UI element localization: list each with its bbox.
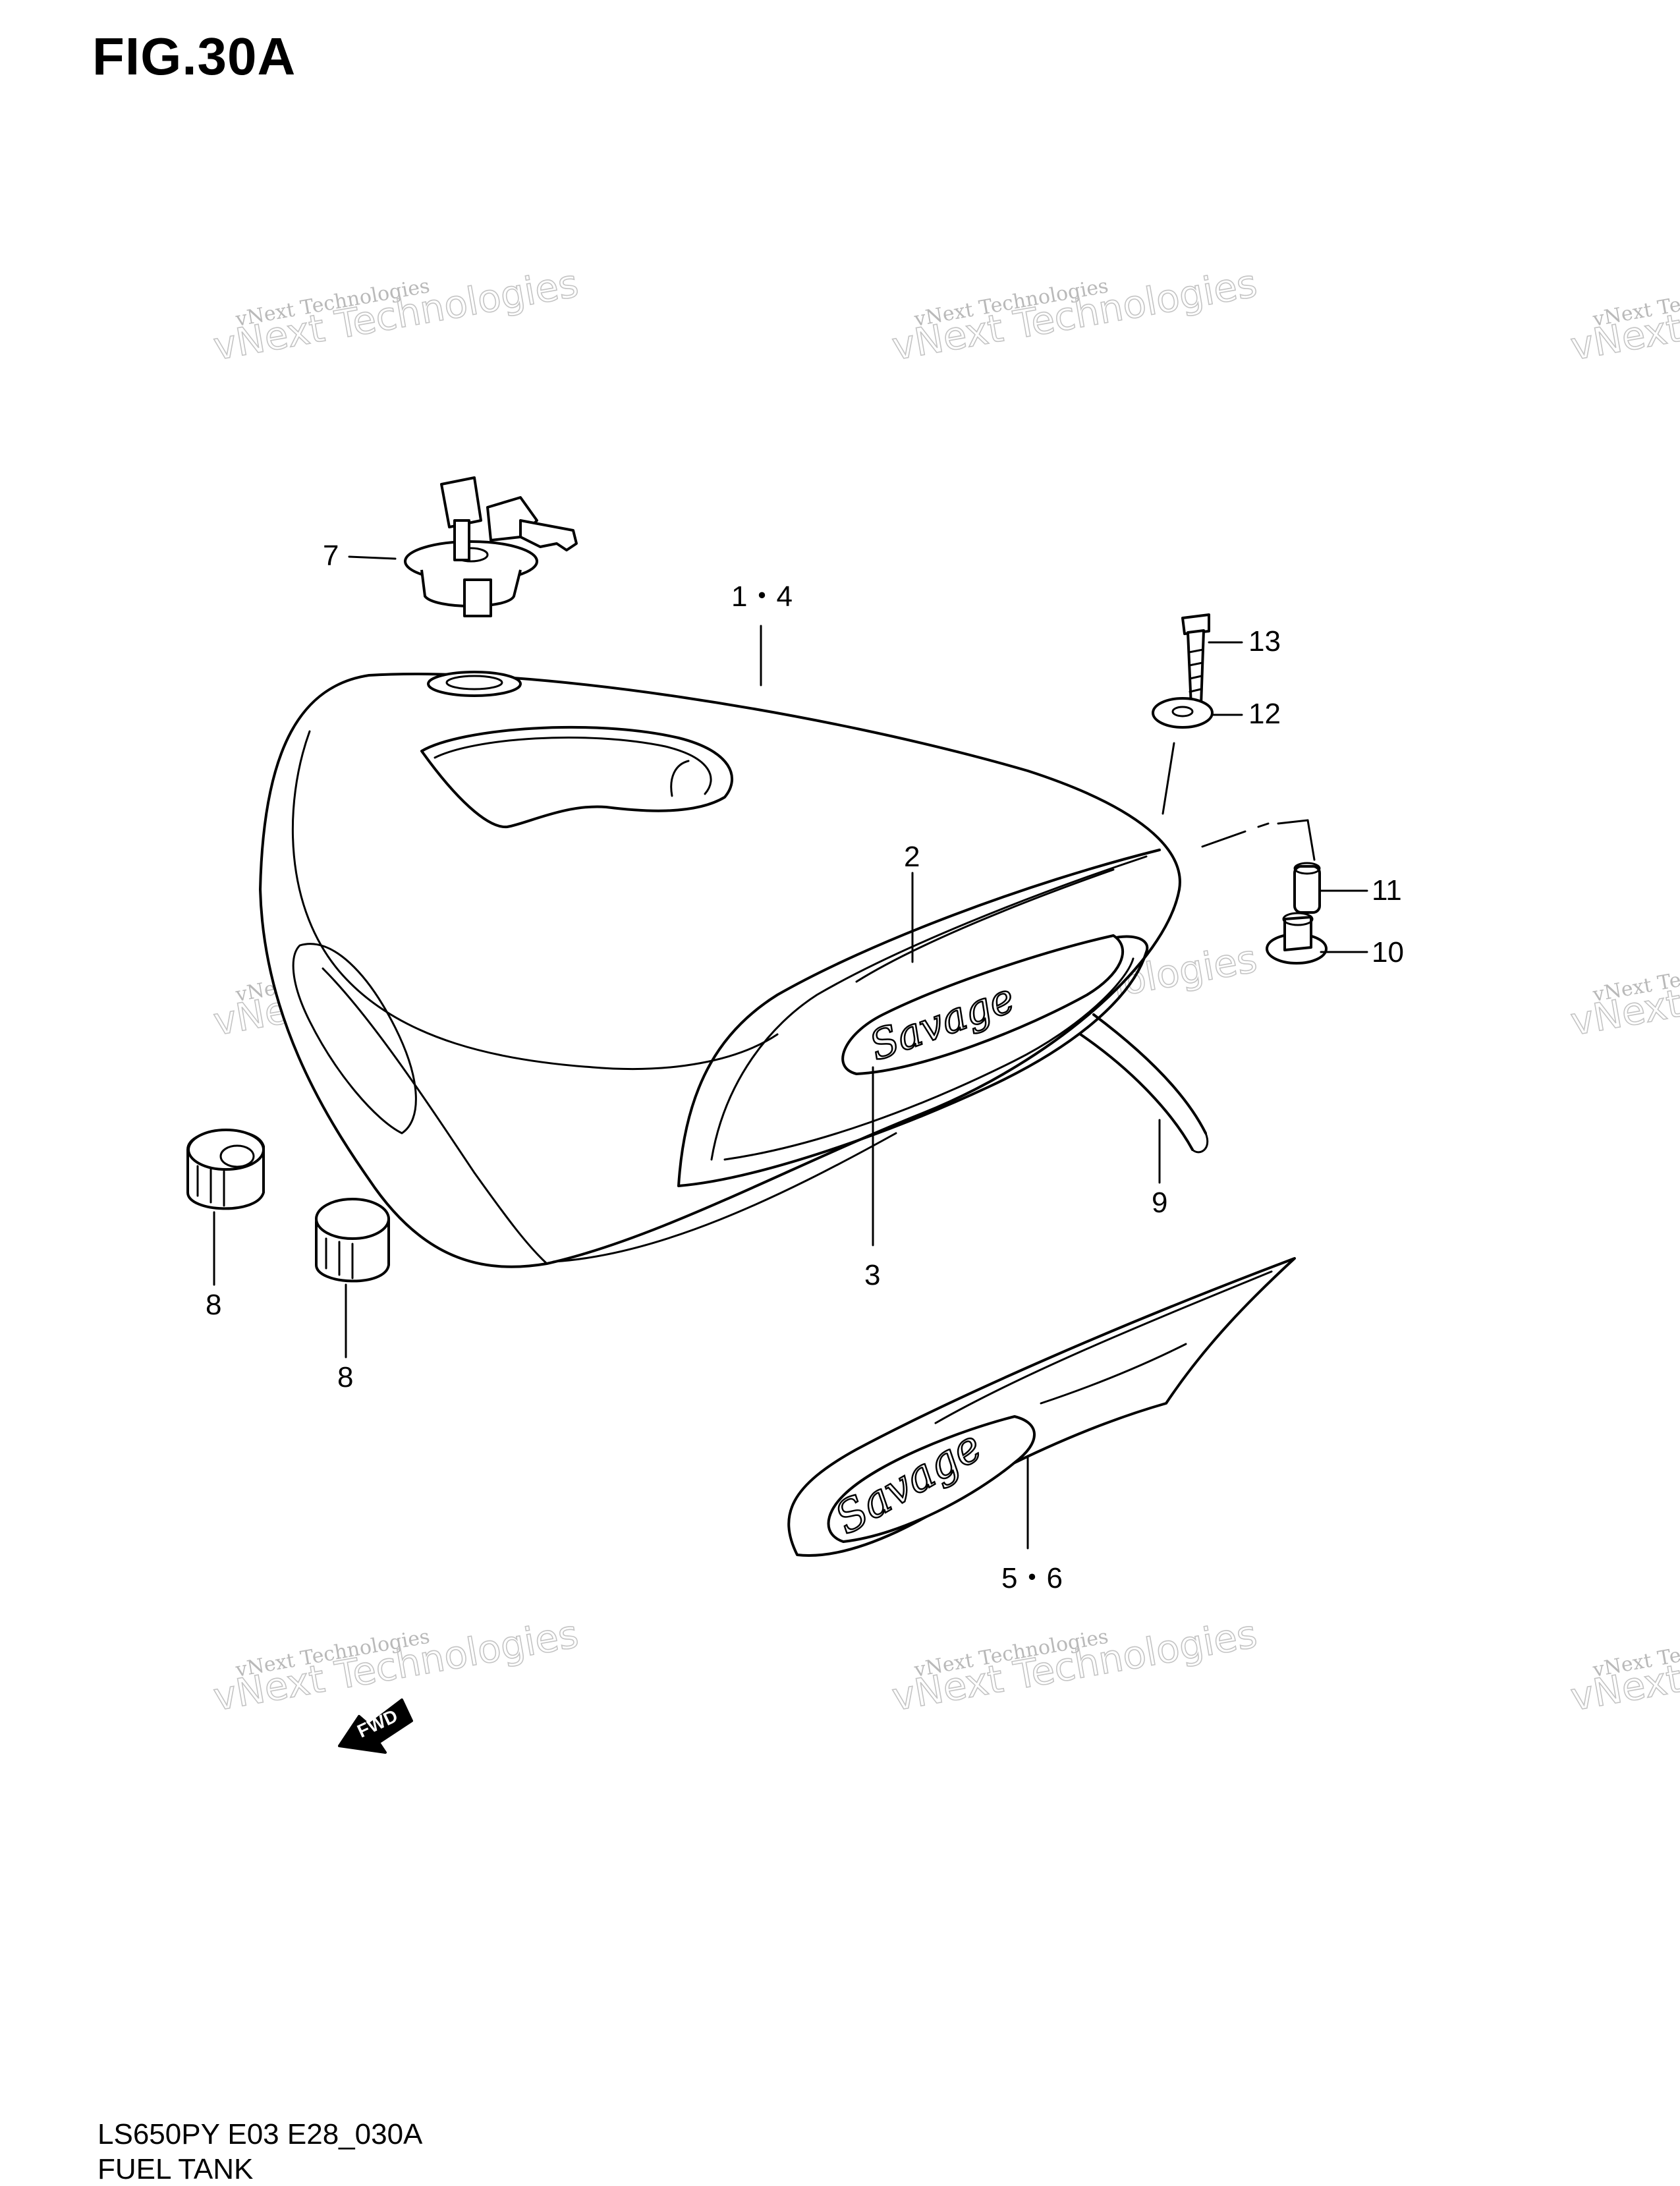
callout-3: 3	[864, 1259, 880, 1291]
callout-9: 9	[1152, 1187, 1167, 1219]
washer	[1152, 697, 1214, 729]
watermark: vNext Technologies vNext Technologies	[1567, 1611, 1680, 1720]
callout-13: 13	[1248, 625, 1281, 658]
watermark: vNext Technologies vNext Technologies	[1567, 260, 1680, 370]
section-name: FUEL TANK	[98, 2153, 254, 2185]
watermark-line: vNext Technologies	[889, 1611, 1260, 1720]
watermark-line: vNext Technologies	[210, 261, 582, 369]
spacer	[1293, 862, 1321, 914]
watermark: vNext Technologies vNext Technologies	[888, 1611, 1260, 1720]
watermark: vNext Technologies vNext Technologies	[1567, 936, 1680, 1045]
callout-10: 10	[1372, 936, 1404, 968]
callout-5-6: 5・6	[1001, 1562, 1063, 1594]
forward-direction-arrow: FWD	[338, 1698, 413, 1754]
callout-12: 12	[1248, 698, 1281, 730]
watermark-line: vNext Technologies	[1567, 261, 1680, 369]
callout-8-right: 8	[337, 1361, 353, 1393]
side-decal: Savage	[787, 1257, 1296, 1557]
rubber-cushion-left	[186, 1129, 265, 1210]
fuel-cap-with-keys	[404, 476, 578, 617]
watermark: vNext Technologies vNext Technologies	[210, 260, 582, 370]
watermark-line: vNext Technologies	[1567, 936, 1680, 1044]
watermark-line: vNext Technologies	[1567, 1611, 1680, 1720]
fuel-tank-body	[259, 671, 1181, 1268]
leader-lines	[213, 555, 1368, 1550]
watermark: vNext Technologies vNext Technologies	[210, 1611, 582, 1720]
watermark-line: vNext Technologies	[889, 261, 1260, 369]
mounting-bolt	[1181, 613, 1210, 708]
callout-1-4: 1・4	[731, 580, 793, 613]
callout-8-left: 8	[206, 1289, 221, 1321]
watermark: vNext Technologies vNext Technologies	[888, 260, 1260, 370]
rubber-cushion-right	[315, 1198, 390, 1283]
callout-2: 2	[904, 841, 920, 873]
mounting-cushion	[1266, 912, 1328, 965]
callout-11: 11	[1372, 874, 1402, 907]
model-code: LS650PY E03 E28_030A	[98, 2118, 423, 2150]
callout-7: 7	[323, 540, 339, 572]
fuel-hose	[1079, 1013, 1208, 1154]
tank-emblem-decal: Savage	[677, 849, 1161, 1187]
figure-title: FIG.30A	[92, 27, 296, 86]
